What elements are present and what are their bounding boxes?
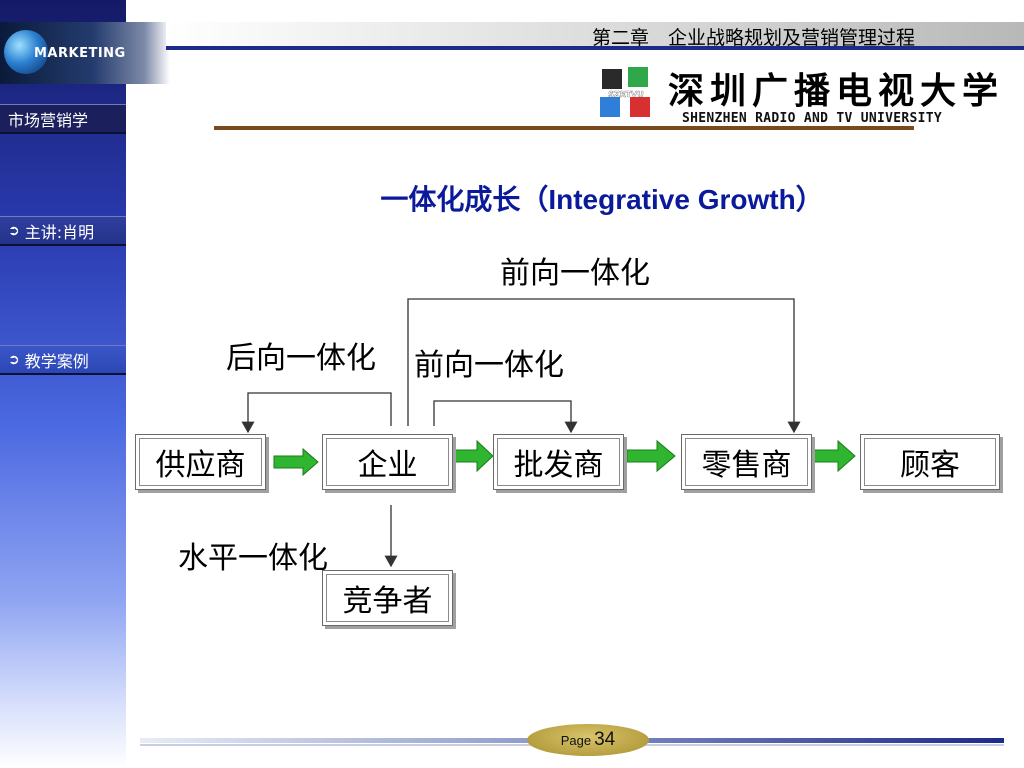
header-bar	[166, 22, 1024, 46]
box-inner-border	[497, 438, 620, 486]
box-inner-border	[139, 438, 262, 486]
arrow-circle-icon: ➲	[8, 222, 20, 239]
lecturer-button-label: 主讲:肖明	[24, 222, 95, 242]
retailer-box: 零售商	[681, 434, 812, 490]
forward-integration-wholesaler-connector	[433, 400, 578, 434]
chapter-title: 第二章 企业战略规划及营销管理过程	[592, 27, 916, 49]
course-title: 市场营销学	[0, 104, 126, 134]
wholesaler-box-label: 批发商	[513, 448, 604, 483]
marketing-logo-text: MARKETING	[34, 46, 126, 61]
flow-arrow-retailer-customer	[812, 439, 856, 473]
supplier-box-label: 供应商	[155, 448, 246, 483]
university-name-en: SHENZHEN RADIO AND TV UNIVERSITY	[682, 111, 943, 126]
backward-integration-connector	[241, 392, 392, 434]
enterprise-box: 企业	[322, 434, 453, 490]
teaching-cases-button-label: 教学案例	[24, 351, 89, 371]
logo-underline	[214, 126, 914, 130]
flow-arrow-wholesaler-retailer	[626, 439, 676, 473]
flow-arrow-enterprise-wholesaler	[454, 439, 494, 473]
customer-box-label: 顾客	[900, 448, 960, 483]
page-number-badge: Page 34	[527, 724, 649, 756]
box-inner-border	[326, 574, 449, 622]
horizontal-integration-label: 水平一体化	[178, 541, 328, 576]
header-divider	[166, 46, 1024, 50]
course-title-label: 市场营销学	[8, 110, 89, 130]
retailer-box-label: 零售商	[701, 448, 792, 483]
globe-icon	[4, 30, 48, 74]
competitor-box: 竞争者	[322, 570, 453, 626]
box-inner-border	[326, 438, 449, 486]
university-name-cn: 深圳广播电视大学	[668, 70, 1005, 112]
customer-box: 顾客	[860, 434, 1000, 490]
supplier-box: 供应商	[135, 434, 266, 490]
wholesaler-box: 批发商	[493, 434, 624, 490]
flow-arrow-supplier-enterprise	[273, 447, 319, 477]
box-inner-border	[685, 438, 808, 486]
page-number: 34	[594, 729, 616, 750]
box-inner-border	[864, 438, 996, 486]
forward-integration-label-mid: 前向一体化	[414, 348, 564, 383]
slide-title: 一体化成长（Integrative Growth）	[380, 184, 824, 215]
emblem-text: SZRTVU	[608, 90, 644, 99]
lecturer-button[interactable]: ➲ 主讲:肖明	[0, 216, 126, 246]
teaching-cases-button[interactable]: ➲ 教学案例	[0, 345, 126, 375]
arrow-circle-icon: ➲	[8, 351, 20, 368]
enterprise-box-label: 企业	[357, 448, 418, 483]
university-emblem-icon: SZRTVU	[600, 67, 650, 117]
page-word: Page	[560, 732, 592, 748]
competitor-box-label: 竞争者	[342, 584, 433, 619]
forward-integration-label-top: 前向一体化	[500, 256, 650, 291]
backward-integration-label: 后向一体化	[226, 341, 376, 376]
